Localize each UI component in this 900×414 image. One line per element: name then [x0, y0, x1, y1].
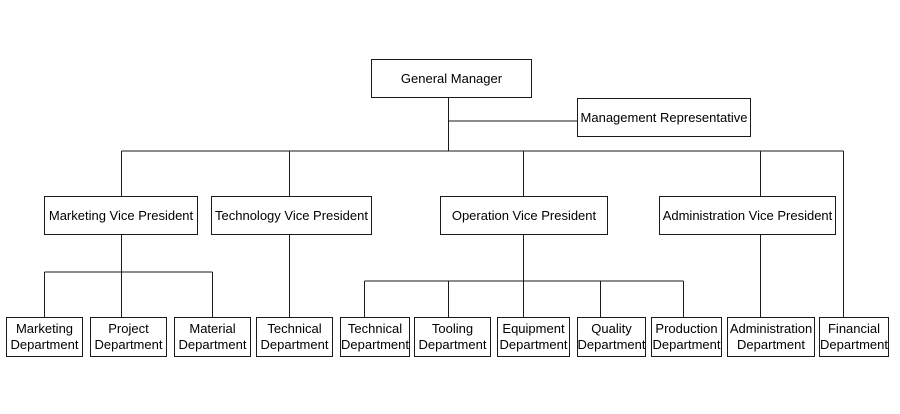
- general-manager-box: General Manager: [371, 59, 532, 98]
- equipment-department-box: Equipment Department: [497, 317, 570, 357]
- department-name: Technical: [267, 321, 322, 336]
- marketing-vp-box: Marketing Vice President: [44, 196, 198, 235]
- department-name: Technical: [347, 321, 403, 336]
- department-suffix: Department: [341, 337, 409, 352]
- department-suffix: Department: [94, 337, 163, 352]
- tooling-department-box: Tooling Department: [414, 317, 491, 357]
- quality-department-box: Quality Department: [577, 317, 646, 357]
- production-department-box: Production Department: [651, 317, 722, 357]
- department-name: Material: [189, 321, 236, 336]
- material-department-box: Material Department: [174, 317, 251, 357]
- department-suffix: Department: [260, 337, 329, 352]
- project-department-box: Project Department: [90, 317, 167, 357]
- technology-vp-box: Technology Vice President: [211, 196, 372, 235]
- administration-vp-label: Administration Vice President: [662, 207, 833, 223]
- department-name: Financial: [827, 321, 881, 336]
- operation-vp-box: Operation Vice President: [440, 196, 608, 235]
- administration-vp-box: Administration Vice President: [659, 196, 836, 235]
- department-suffix: Department: [10, 337, 79, 352]
- financial-department-box: Financial Department: [819, 317, 889, 357]
- administration-department-box: Administration Department: [727, 317, 815, 357]
- management-representative-label: Management Representative: [580, 109, 748, 125]
- marketing-department-box: Marketing Department: [6, 317, 83, 357]
- marketing-vp-label: Marketing Vice President: [48, 207, 194, 223]
- department-name: Quality: [591, 321, 632, 336]
- general-manager-label: General Manager: [400, 70, 503, 86]
- department-name: Marketing: [15, 321, 74, 336]
- department-suffix: Department: [820, 337, 888, 352]
- department-suffix: Department: [652, 337, 721, 352]
- department-suffix: Department: [499, 337, 568, 352]
- department-suffix: Department: [577, 337, 646, 352]
- technical-department-box-technology: Technical Department: [256, 317, 333, 357]
- department-name: Administration: [729, 321, 813, 336]
- department-suffix: Department: [418, 337, 487, 352]
- technology-vp-label: Technology Vice President: [215, 207, 368, 223]
- operation-vp-label: Operation Vice President: [451, 207, 597, 223]
- department-name: Project: [108, 321, 149, 336]
- technical-department-box-operation: Technical Department: [340, 317, 410, 357]
- department-name: Production: [655, 321, 718, 336]
- department-suffix: Department: [737, 337, 805, 352]
- management-representative-box: Management Representative: [577, 98, 751, 137]
- department-suffix: Department: [178, 337, 247, 352]
- department-name: Equipment: [502, 321, 565, 336]
- department-name: Tooling: [431, 321, 474, 336]
